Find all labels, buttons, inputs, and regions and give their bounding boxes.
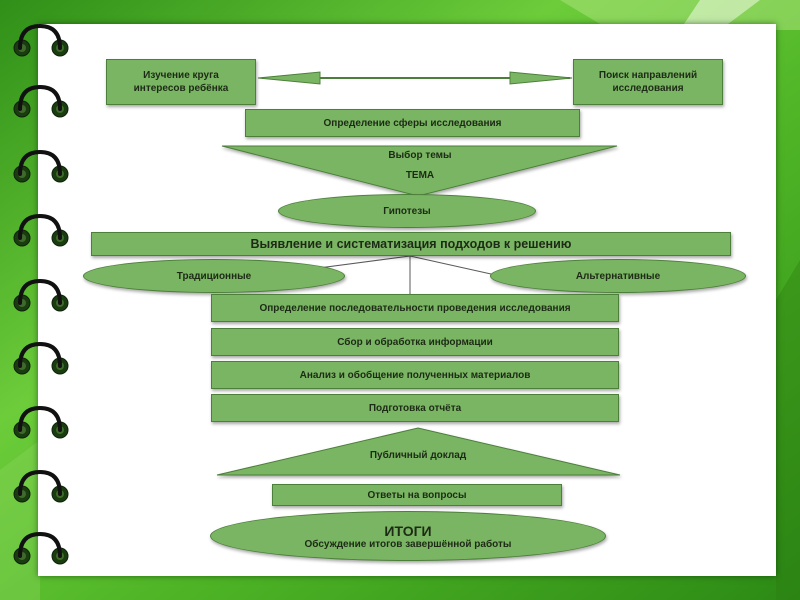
hypotheses-text: Гипотезы: [383, 205, 431, 217]
report-prep-text: Подготовка отчёта: [368, 402, 462, 414]
binder-ring-icon: [13, 469, 69, 503]
binder-ring-icon: [13, 405, 69, 439]
results-title: ИТОГИ: [384, 522, 432, 539]
analysis-text: Анализ и обобщение полученных материалов: [299, 369, 531, 381]
public-report-text: Публичный доклад: [369, 450, 467, 461]
interest-study-text: Изучение круга интересов ребёнка: [133, 70, 229, 94]
approaches-bar: Выявление и систематизация подходов к ре…: [91, 232, 731, 256]
collection-box: Сбор и обработка информации: [211, 328, 619, 356]
double-arrow: [257, 71, 573, 85]
results-discussion-text: Обсуждение итогов завершённой работы: [304, 538, 512, 550]
interest-study-box: Изучение круга интересов ребёнка: [106, 59, 256, 105]
answers-text: Ответы на вопросы: [367, 489, 467, 501]
approaches-text: Выявление и систематизация подходов к ре…: [250, 236, 572, 251]
binder-ring-icon: [13, 23, 69, 57]
hypotheses-ellipse: Гипотезы: [278, 194, 536, 228]
sequence-box: Определение последовательности проведени…: [211, 294, 619, 322]
binder-ring-icon: [13, 213, 69, 247]
topic-triangle: [221, 145, 618, 197]
sequence-text: Определение последовательности проведени…: [259, 302, 571, 314]
sphere-definition-box: Определение сферы исследования: [245, 109, 580, 137]
alternative-ellipse: Альтернативные: [490, 259, 746, 293]
answers-box: Ответы на вопросы: [272, 484, 562, 506]
sphere-definition-text: Определение сферы исследования: [323, 117, 502, 129]
traditional-text: Традиционные: [176, 270, 252, 282]
binder-ring-icon: [13, 531, 69, 565]
binder-ring-icon: [13, 278, 69, 312]
direction-search-box: Поиск направлений исследования: [573, 59, 723, 105]
traditional-ellipse: Традиционные: [83, 259, 345, 293]
report-prep-box: Подготовка отчёта: [211, 394, 619, 422]
binder-ring-icon: [13, 84, 69, 118]
analysis-box: Анализ и обобщение полученных материалов: [211, 361, 619, 389]
results-ellipse: ИТОГИ Обсуждение итогов завершённой рабо…: [210, 511, 606, 561]
public-report-triangle: [216, 427, 621, 476]
alternative-text: Альтернативные: [575, 270, 661, 282]
topic-text: ТЕМА: [405, 170, 435, 181]
collection-text: Сбор и обработка информации: [337, 336, 493, 348]
direction-search-text: Поиск направлений исследования: [598, 70, 698, 94]
binder-ring-icon: [13, 341, 69, 375]
topic-choice-text: Выбор темы: [388, 150, 452, 161]
binder-ring-icon: [13, 149, 69, 183]
